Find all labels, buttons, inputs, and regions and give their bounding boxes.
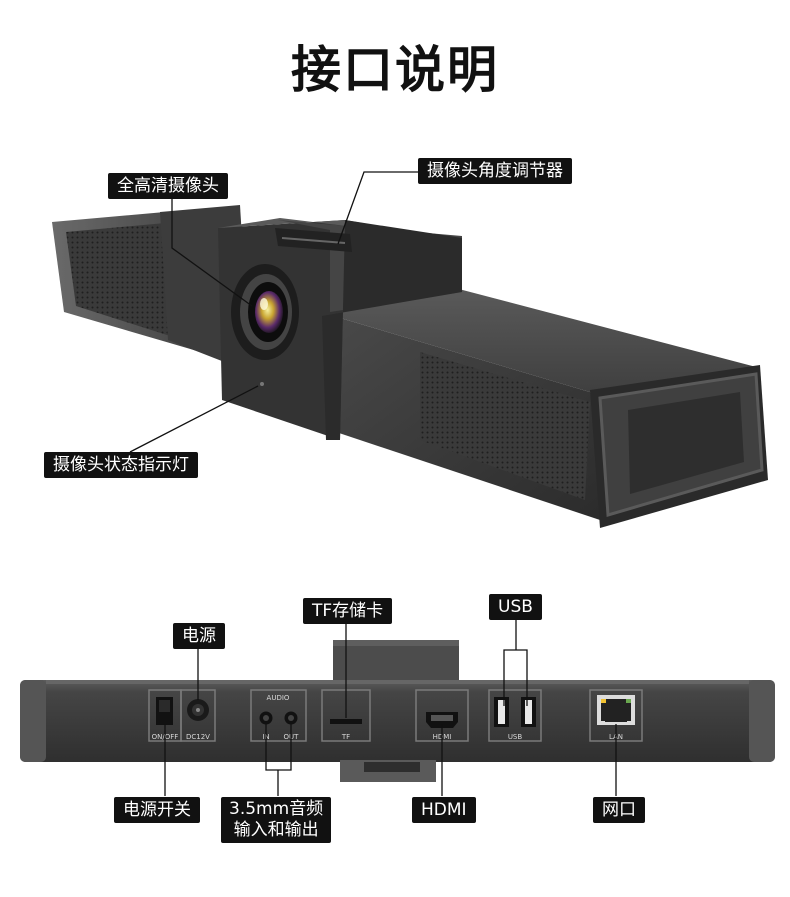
dc-port-text: DC12V (186, 733, 210, 741)
page-title: 接口说明 (291, 41, 499, 99)
status-light (260, 382, 264, 386)
label-audio-io: 3.5mm音频 输入和输出 (221, 797, 332, 843)
label-status-light: 摄像头状态指示灯 (44, 452, 198, 478)
bottom-leader-lines (164, 620, 617, 796)
label-audio-line2: 输入和输出 (233, 820, 319, 840)
rear-bar (20, 680, 775, 762)
label-usb: USB (489, 594, 542, 620)
label-angle-adjuster: 摄像头角度调节器 (418, 158, 572, 184)
right-speaker-grille (420, 352, 590, 500)
audio-port-header: AUDIO (267, 694, 290, 702)
top-leader-lines (129, 171, 418, 453)
usb-port-text: USB (508, 733, 523, 741)
label-power-switch: 电源开关 (114, 797, 200, 823)
label-tf-card: TF存储卡 (303, 598, 393, 624)
camera-tab (333, 640, 459, 684)
bar-top-face (320, 288, 760, 398)
device-front-view (52, 205, 768, 528)
label-hd-camera: 全高清摄像头 (108, 173, 228, 199)
camera-lens (231, 264, 299, 360)
label-audio-line1: 3.5mm音频 (229, 799, 324, 819)
device-rear-view: ON/OFF DC12V AUDIO IN OUT TF HDMI USB LA… (20, 640, 775, 782)
tf-port-text: TF (341, 733, 350, 741)
label-lan: 网口 (593, 797, 645, 823)
label-hdmi: HDMI (412, 797, 476, 823)
tf-slot (330, 719, 362, 724)
label-power: 电源 (173, 623, 225, 649)
